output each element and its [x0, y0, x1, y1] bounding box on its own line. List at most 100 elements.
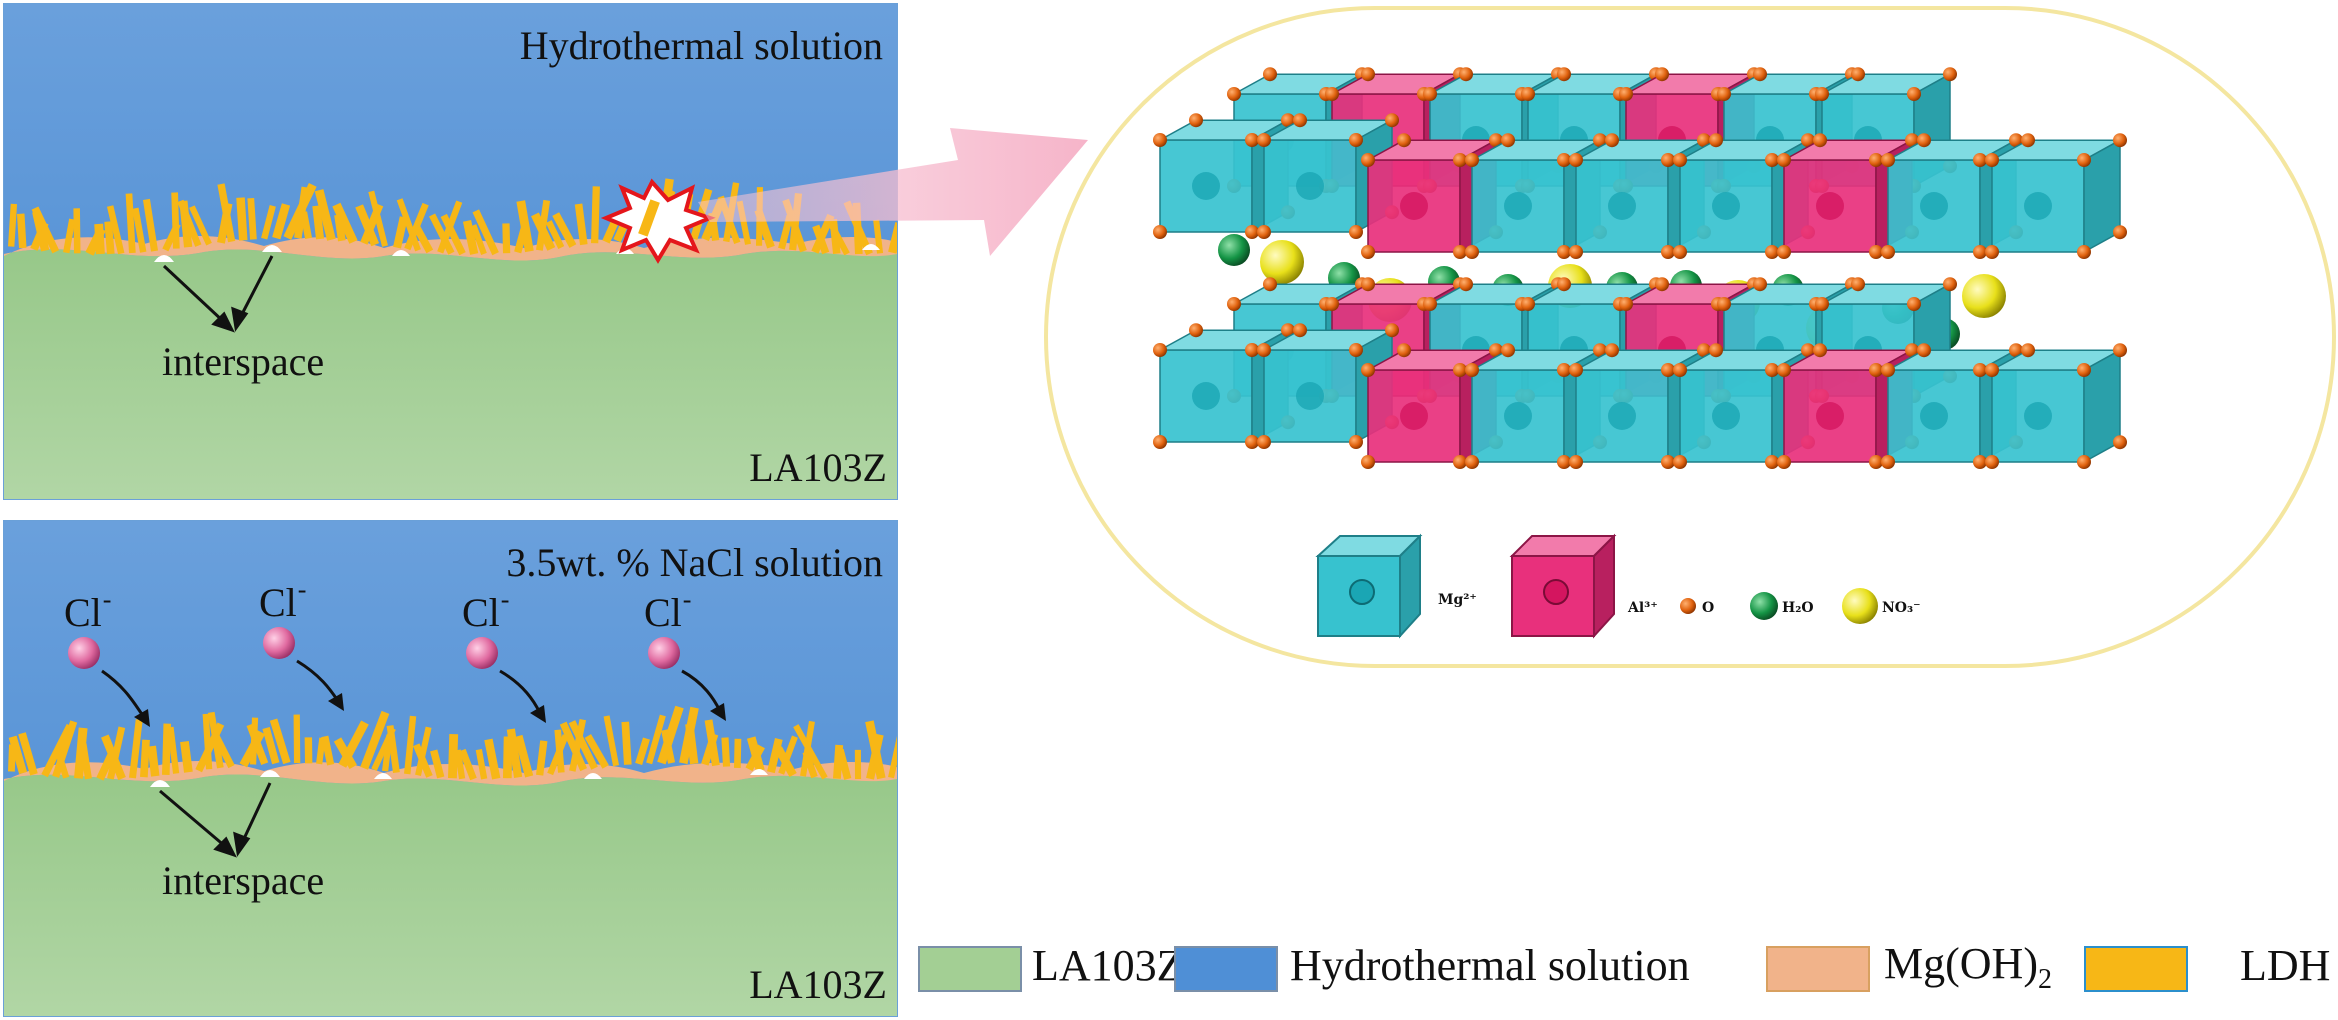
ldh-needle: [536, 740, 548, 776]
oxygen-atom: [1281, 415, 1295, 430]
mg-octahedron: [1423, 67, 1565, 193]
chloride-label: Cl-: [259, 575, 306, 626]
oxygen-atom: [1349, 133, 1363, 147]
oxygen-atom: [1325, 389, 1339, 403]
oxygen-atom: [1355, 369, 1369, 384]
al-octahedron: [1777, 133, 1919, 259]
ldh-needle: [333, 737, 357, 770]
oxygen-atom: [1815, 389, 1829, 403]
ldh-legend-label: LDH: [2240, 941, 2331, 990]
ldh-needle: [393, 216, 408, 249]
oxygen-atom: [1881, 455, 1895, 469]
oxygen-atom: [1801, 133, 1815, 148]
oxygen-atom: [2009, 225, 2023, 240]
ldh-needle: [484, 738, 501, 780]
oxygen-atom: [1385, 323, 1399, 338]
oxygen-atom: [1711, 87, 1725, 101]
water-icon: [1750, 592, 1778, 620]
oxygen-atom: [1515, 297, 1529, 311]
mg-octahedron: [1423, 277, 1565, 403]
ldh-needle: [202, 713, 213, 770]
ldh-needle: [685, 723, 699, 765]
oxygen-atom: [1325, 87, 1339, 101]
oxygen-atom: [1361, 153, 1375, 167]
oxygen-atom: [1417, 87, 1431, 101]
ldh-needle: [734, 738, 742, 768]
oxygen-atom: [1319, 389, 1333, 403]
oxygen-atom: [1593, 133, 1607, 148]
oxygen-atom: [1881, 153, 1895, 167]
oxygen-atom: [1489, 225, 1503, 240]
oxygen-atom: [2077, 455, 2091, 469]
ldh-needle: [854, 749, 862, 780]
ldh-needle: [132, 207, 147, 253]
oxygen-atom: [1619, 87, 1633, 101]
ldh-needle: [661, 729, 676, 764]
oxygen-atom: [1869, 245, 1883, 259]
ldh-needle: [429, 213, 455, 255]
mg-octahedron: [1881, 133, 2023, 259]
oxygen-atom: [1281, 323, 1295, 338]
hydrothermal-scene: [4, 4, 897, 499]
ldh-needle: [459, 748, 477, 781]
chloride-ion: [68, 637, 100, 669]
oxygen-atom: [1673, 455, 1687, 469]
oxygen-atom: [1361, 455, 1375, 469]
mg-octahedron: [1673, 343, 1815, 469]
ldh-needles: [8, 705, 897, 781]
al-octahedron: [1619, 277, 1761, 403]
interlayer-species: [1218, 234, 2006, 350]
oxygen-atom: [2113, 225, 2127, 240]
oxygen-atom: [1905, 435, 1919, 450]
ldh-needle: [475, 749, 488, 780]
oxygen-atom: [1361, 363, 1375, 377]
ldh-needle: [140, 739, 150, 778]
oxygen-atom: [2077, 245, 2091, 259]
oxygen-atom: [1613, 389, 1627, 403]
oxygen-atom: [1557, 277, 1571, 292]
mg-octahedron: [1465, 133, 1607, 259]
oxygen-atom: [1489, 133, 1503, 148]
oxygen-atom: [1263, 277, 1277, 292]
mg-octahedron: [1815, 277, 1957, 403]
chloride-charge: -: [682, 585, 692, 614]
chloride-charge: -: [297, 575, 307, 604]
oxygen-atom: [1711, 179, 1725, 193]
oxygen-atom: [1489, 343, 1503, 358]
ldh-needle: [506, 728, 523, 778]
ldh-needle: [802, 750, 818, 779]
ldh-needle: [247, 197, 257, 240]
oxygen-atom: [1465, 363, 1479, 377]
mg-octahedron: [1257, 323, 1399, 449]
mg-octahedron: [1227, 277, 1369, 403]
ldh-needle: [568, 720, 598, 770]
oxygen-atom: [1851, 277, 1865, 292]
ldh-needle: [514, 734, 534, 778]
nitrate-ion: [1806, 306, 1850, 350]
al-octahedron-icon: [1509, 533, 1617, 639]
chloride-charge: -: [500, 585, 510, 614]
oxygen-atom: [1753, 277, 1767, 292]
substrate-region: [4, 249, 897, 499]
oxygen-atom: [2113, 343, 2127, 358]
oxygen-atom: [1423, 389, 1437, 403]
mg-octahedron: [1985, 343, 2127, 469]
ldh-needle: [793, 724, 828, 780]
hydrothermal-panel: Hydrothermal solution interspace LA103Z: [3, 3, 898, 500]
mg-octahedron: [1521, 67, 1663, 193]
oxygen-atom: [1697, 343, 1711, 358]
oxygen-atom: [1397, 343, 1411, 358]
nitrate-label: NO₃⁻: [1882, 600, 1921, 616]
oxygen-atom: [1569, 363, 1583, 377]
oxygen-atom: [1245, 435, 1259, 449]
oxygen-atom: [1551, 67, 1565, 82]
ldh-needle: [569, 718, 587, 772]
oxygen-atom: [1245, 225, 1259, 239]
ldh-needle: [360, 710, 390, 770]
oxygen-atom: [1569, 245, 1583, 259]
oxygen-atom: [1521, 297, 1535, 311]
ldh-needle: [516, 200, 534, 253]
hydroxide-layer-top: [1153, 67, 2127, 259]
oxygen-atom: [1973, 455, 1987, 469]
oxygen-atom: [1557, 153, 1571, 167]
